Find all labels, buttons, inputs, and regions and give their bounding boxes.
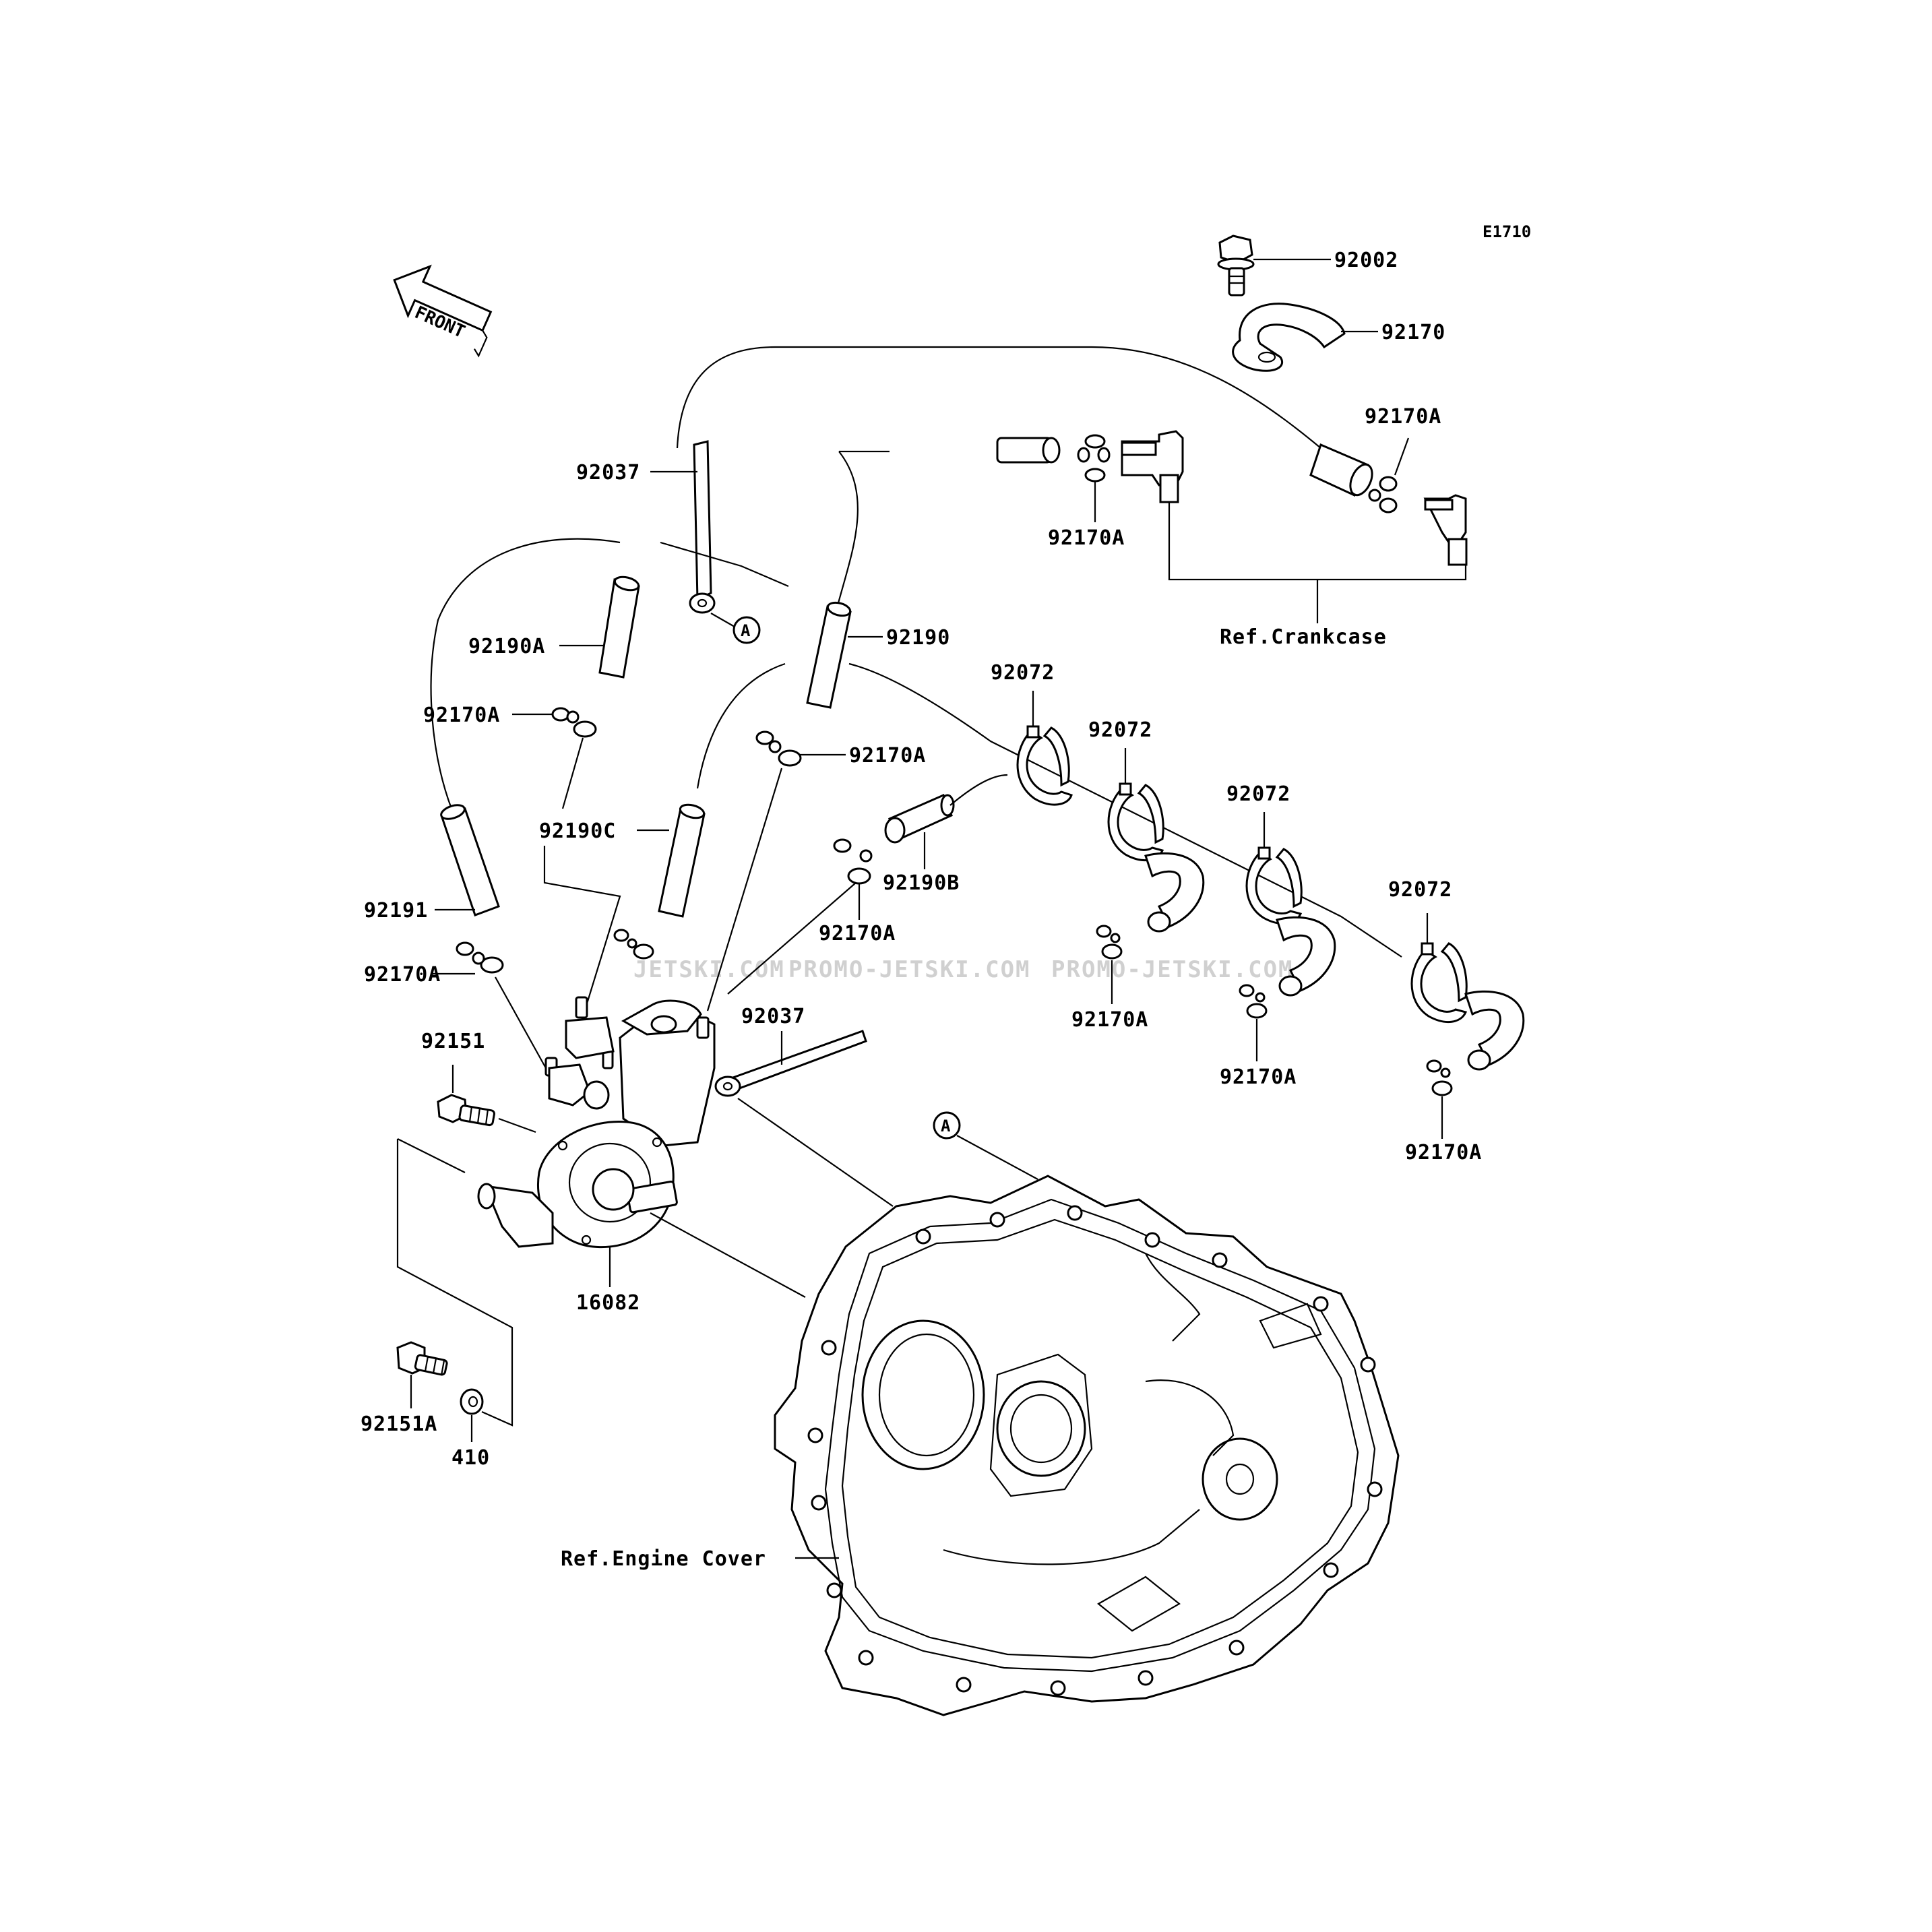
tube-92190 (806, 601, 852, 709)
hose-top-right (1309, 443, 1373, 497)
label-92170A-top-right: 92170A (1365, 405, 1441, 429)
ref-a-top-label: A (741, 621, 751, 640)
oil-pump-16082 (477, 996, 716, 1249)
label-92190B: 92190B (883, 871, 960, 895)
label-16082: 16082 (576, 1291, 640, 1315)
label-92190A: 92190A (468, 635, 545, 658)
clamp-92072-b (1107, 782, 1164, 862)
label-92072-a: 92072 (991, 661, 1055, 685)
label-92170A-mid-2: 92170A (819, 922, 896, 945)
label-92072-c: 92072 (1226, 782, 1290, 806)
label-92151A: 92151A (361, 1412, 437, 1436)
clip-92170A-clamp-3 (1426, 1059, 1453, 1096)
label-92170: 92170 (1381, 321, 1445, 344)
watermark-2: PROMO-JETSKI.COM (788, 956, 1031, 983)
label-92170A-left-1: 92170A (423, 704, 500, 727)
clip-92170A-top-middle (1077, 434, 1111, 482)
fitting-right (1423, 494, 1468, 566)
bolt-92151A (396, 1341, 448, 1376)
clamp-92170 (1232, 303, 1346, 372)
fitting-left (1121, 430, 1184, 503)
clip-near-pump (613, 929, 654, 960)
strap-92037-bottom (714, 1030, 867, 1097)
tube-92190C (658, 803, 706, 918)
label-92190: 92190 (886, 626, 950, 650)
hose-top-middle (996, 437, 1061, 464)
bolt-92151 (437, 1094, 495, 1127)
label-92037-bottom: 92037 (741, 1005, 805, 1028)
clip-92170A-mid-1 (755, 730, 802, 767)
engine-cover (774, 1175, 1400, 1716)
clamp-92072-d (1410, 942, 1468, 1024)
clip-92170A-mid-2 (833, 838, 873, 885)
watermark-1: JETSKI.COM (633, 956, 785, 983)
ref-a-circle-bottom: A (933, 1111, 961, 1140)
strap-92037-top (689, 440, 716, 614)
tube-92191 (440, 804, 500, 916)
ref-a-bottom-label: A (941, 1117, 951, 1135)
label-410: 410 (451, 1446, 490, 1470)
clip-92170A-clamp-2 (1239, 984, 1268, 1019)
label-92170A-mid-1: 92170A (849, 744, 926, 768)
clamp-92072-c (1245, 846, 1303, 925)
tube-92190B (884, 794, 955, 844)
elbow-1 (1144, 852, 1205, 933)
elbow-2 (1276, 916, 1336, 997)
label-92170A-clamp-2: 92170A (1220, 1065, 1297, 1089)
label-92170A-left-2: 92170A (364, 963, 441, 987)
label-92072-b: 92072 (1088, 718, 1152, 742)
label-92170A-clamp-3: 92170A (1405, 1141, 1482, 1164)
watermark-3: PROMO-JETSKI.COM (1051, 956, 1294, 983)
ref-a-circle-top: A (733, 616, 761, 644)
bolt-92002 (1217, 235, 1255, 297)
tube-92190A (598, 575, 640, 679)
label-ref-engine-cover: Ref.Engine Cover (561, 1547, 766, 1571)
diagram-code: E1710 (1483, 222, 1531, 241)
elbow-3 (1464, 990, 1525, 1071)
clip-92170A-clamp-1 (1096, 925, 1123, 960)
label-92072-d: 92072 (1388, 878, 1452, 902)
label-92170A-clamp-1: 92170A (1071, 1008, 1148, 1032)
clip-92170A-left-2 (456, 941, 504, 974)
label-92191: 92191 (364, 899, 428, 923)
clamp-92072-a (1016, 725, 1073, 806)
clip-92170A-left-1 (551, 707, 597, 738)
label-92002: 92002 (1334, 249, 1398, 272)
label-92170A-top-middle: 92170A (1048, 526, 1125, 550)
label-ref-crankcase: Ref.Crankcase (1220, 625, 1387, 649)
washer-410 (460, 1388, 484, 1415)
clip-92170A-top-right (1368, 476, 1398, 513)
label-92190C: 92190C (539, 819, 616, 843)
label-92037-top: 92037 (576, 461, 640, 485)
label-92151: 92151 (421, 1030, 485, 1053)
front-arrow-icon: FRONT (393, 264, 493, 358)
